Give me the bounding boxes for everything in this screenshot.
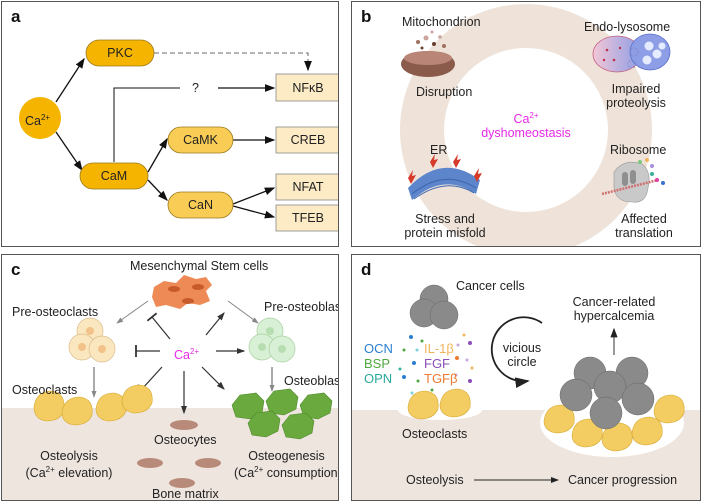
arrow-ca-osteoblasts [201,366,225,390]
cancer-cells-icon [409,284,459,330]
osteoclasts-label: Osteoclasts [402,427,468,441]
pre-osteoclasts-label: Pre-osteoclasts [12,305,99,319]
osteolysis-label: Osteolysis(Ca2+ elevation) [25,449,113,481]
osteocytes-label: Osteocytes [154,433,217,447]
er-title: ER [430,143,448,157]
arrow-ca-pkc [55,57,85,103]
factor-fgf: FGF [424,356,450,371]
arrow-ca-cam [55,131,83,172]
pre-osteoblasts-icon [248,317,296,363]
cam-label: CaM [100,169,128,183]
osteogenesis-label: Osteogenesis(Ca2+ consumption) [234,449,339,481]
panel-c-diagram [2,275,338,500]
ca-dyshomeostasis-center: Ca2+dyshomeostasis [481,111,571,141]
arrow-can-nfat [232,187,276,205]
nfkb-box [275,73,338,102]
mitochondrion-effect: Disruption [416,85,473,99]
panel-b-label: b [361,7,372,26]
pre-osteoblasts-label: Pre-osteoblasts [264,300,338,314]
cancer-cells-cluster-icon [559,356,655,430]
factor-il1b: IL-1β [424,341,454,356]
unknown-link-label: ? [192,81,199,95]
inhibit-ca-msc [146,312,171,340]
mesenchymal-stem-cells-icon [152,275,212,309]
er-icon [408,154,482,200]
dyshomeostasis-ring [400,4,652,246]
arrow-msc-preosteoblasts [227,300,259,324]
ca-node-label: Ca2+ [25,113,51,129]
panel-d-label: d [361,260,372,279]
osteoblasts-icon [231,388,333,440]
factor-ocn: OCN [364,341,393,356]
panel-d-diagram [352,284,700,500]
osteolysis-label: Osteolysis [406,473,464,487]
tfeb-label: TFEB [292,211,324,225]
can-label: CaN [187,198,213,212]
osteoclasts-label: Osteoclasts [12,383,78,397]
cancer-progression-label: Cancer progression [568,473,678,487]
factor-bsp: BSP [364,356,391,371]
osteocytes-icon [137,420,221,488]
osteoblasts-label: Osteoblasts [284,374,338,388]
panel-b-diagram [400,4,671,246]
nfat-label: NFAT [292,180,324,194]
panel-a-label: a [11,7,21,26]
pkc-label: PKC [107,46,133,60]
panel-a-signaling-pathways: a Ca2+ PKC CaM CaMK CaN NFκB CREB NFAT T… [1,1,339,247]
panel-c-label: c [11,260,21,279]
mitochondrion-title: Mitochondrion [402,15,481,29]
cancer-factors-list: IL-1β FGF TGFβ [424,341,457,386]
endo-lysosome-icon [592,33,671,73]
factor-tgfb: TGFβ [424,371,458,386]
osteoclasts-left-icon [407,388,471,420]
vicious-circle-arrow [490,316,543,389]
bone-factors-list: OCN BSP OPN [364,341,393,386]
arrow-msc-preosteoclasts [116,300,149,324]
camk-node [167,126,234,154]
inhibit-ca-osteoclasts [136,366,163,394]
pkc-node [85,39,155,67]
tfeb-box [275,204,338,232]
cam-node [79,162,149,190]
ca-center-label: Ca2+ [174,347,200,363]
factor-opn: OPN [364,371,393,386]
dashed-arrow-pkc-nfkb [154,52,312,72]
ribosome-title: Ribosome [610,143,667,157]
nfkb-label: NFκB [292,81,324,95]
arrow-cam-camk [147,137,168,173]
line-cam-nfkb-left [113,87,180,162]
creb-box [275,126,338,154]
cancer-cells-label: Cancer cells [456,279,525,293]
ribosome-icon [601,158,665,203]
endo-lysosome-title: Endo-lysosome [584,20,671,34]
can-node [167,191,234,219]
msc-label: Mesenchymal Stem cells [130,259,269,273]
osteoclasts-right-icon [543,394,685,452]
mitochondrion-icon [401,30,455,77]
nfat-box [275,173,338,201]
secreted-factors-dots [398,333,474,395]
panel-b-organelle-effects: b [351,1,701,247]
panel-c-bone-remodeling: c [1,254,339,501]
arrow-cam-can [147,179,168,201]
ca-node [19,97,61,139]
pre-osteoclasts-icon [68,317,116,363]
creb-label: CREB [290,133,326,147]
camk-label: CaMK [183,133,218,147]
panel-a-diagram [19,39,338,232]
osteoclasts-icon [33,384,153,426]
arrow-ca-msc [205,312,225,336]
panel-d-vicious-circle: d [351,254,701,501]
arrow-can-tfeb [232,205,276,219]
bone-matrix-label: Bone matrix [152,487,219,501]
